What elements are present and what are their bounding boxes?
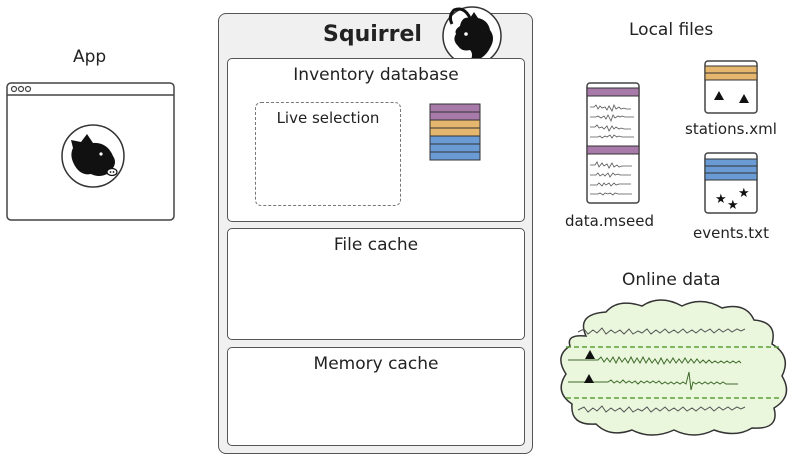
event-star-icon: ★ [727, 198, 739, 213]
squirrel-title: Squirrel [323, 22, 422, 47]
file-cache-title: File cache [333, 235, 419, 255]
online-data-cloud [560, 299, 788, 436]
station-triangle-icon [584, 374, 594, 383]
waveform-trace [577, 327, 746, 335]
inventory-database-title: Inventory database [293, 65, 459, 85]
local-files-title: Local files [629, 20, 714, 40]
window-control-dot [10, 85, 18, 93]
station-triangle-icon [739, 94, 749, 103]
station-triangle-icon [714, 91, 724, 100]
events-txt-label: events.txt [693, 224, 769, 242]
waveform-trace [568, 371, 738, 391]
window-control-dot [24, 85, 32, 93]
inventory-color-stack [429, 103, 481, 161]
waveform-trace [568, 355, 742, 366]
live-selection-label: Live selection [276, 109, 380, 127]
pig-logo-icon [61, 124, 125, 188]
online-data-title: Online data [622, 270, 721, 290]
waveform-trace [577, 405, 746, 413]
file-cache-panel: File cache [227, 228, 525, 340]
event-star-icon: ★ [738, 186, 750, 201]
memory-cache-title: Memory cache [313, 354, 439, 374]
inventory-database-panel: Inventory database Live selection [227, 58, 525, 222]
stations-xml-file-icon [704, 60, 758, 114]
event-star-icon: ★ [715, 192, 727, 207]
app-label: App [73, 47, 107, 67]
app-window [6, 82, 175, 221]
live-selection-box: Live selection [255, 102, 401, 206]
stations-xml-label: stations.xml [685, 120, 777, 138]
data-mseed-label: data.mseed [565, 212, 654, 230]
events-txt-file-icon: ★ ★ ★ [704, 152, 758, 214]
memory-cache-panel: Memory cache [227, 347, 525, 446]
station-triangle-icon [585, 350, 595, 359]
data-mseed-file-icon [586, 82, 640, 204]
window-control-dot [17, 85, 25, 93]
